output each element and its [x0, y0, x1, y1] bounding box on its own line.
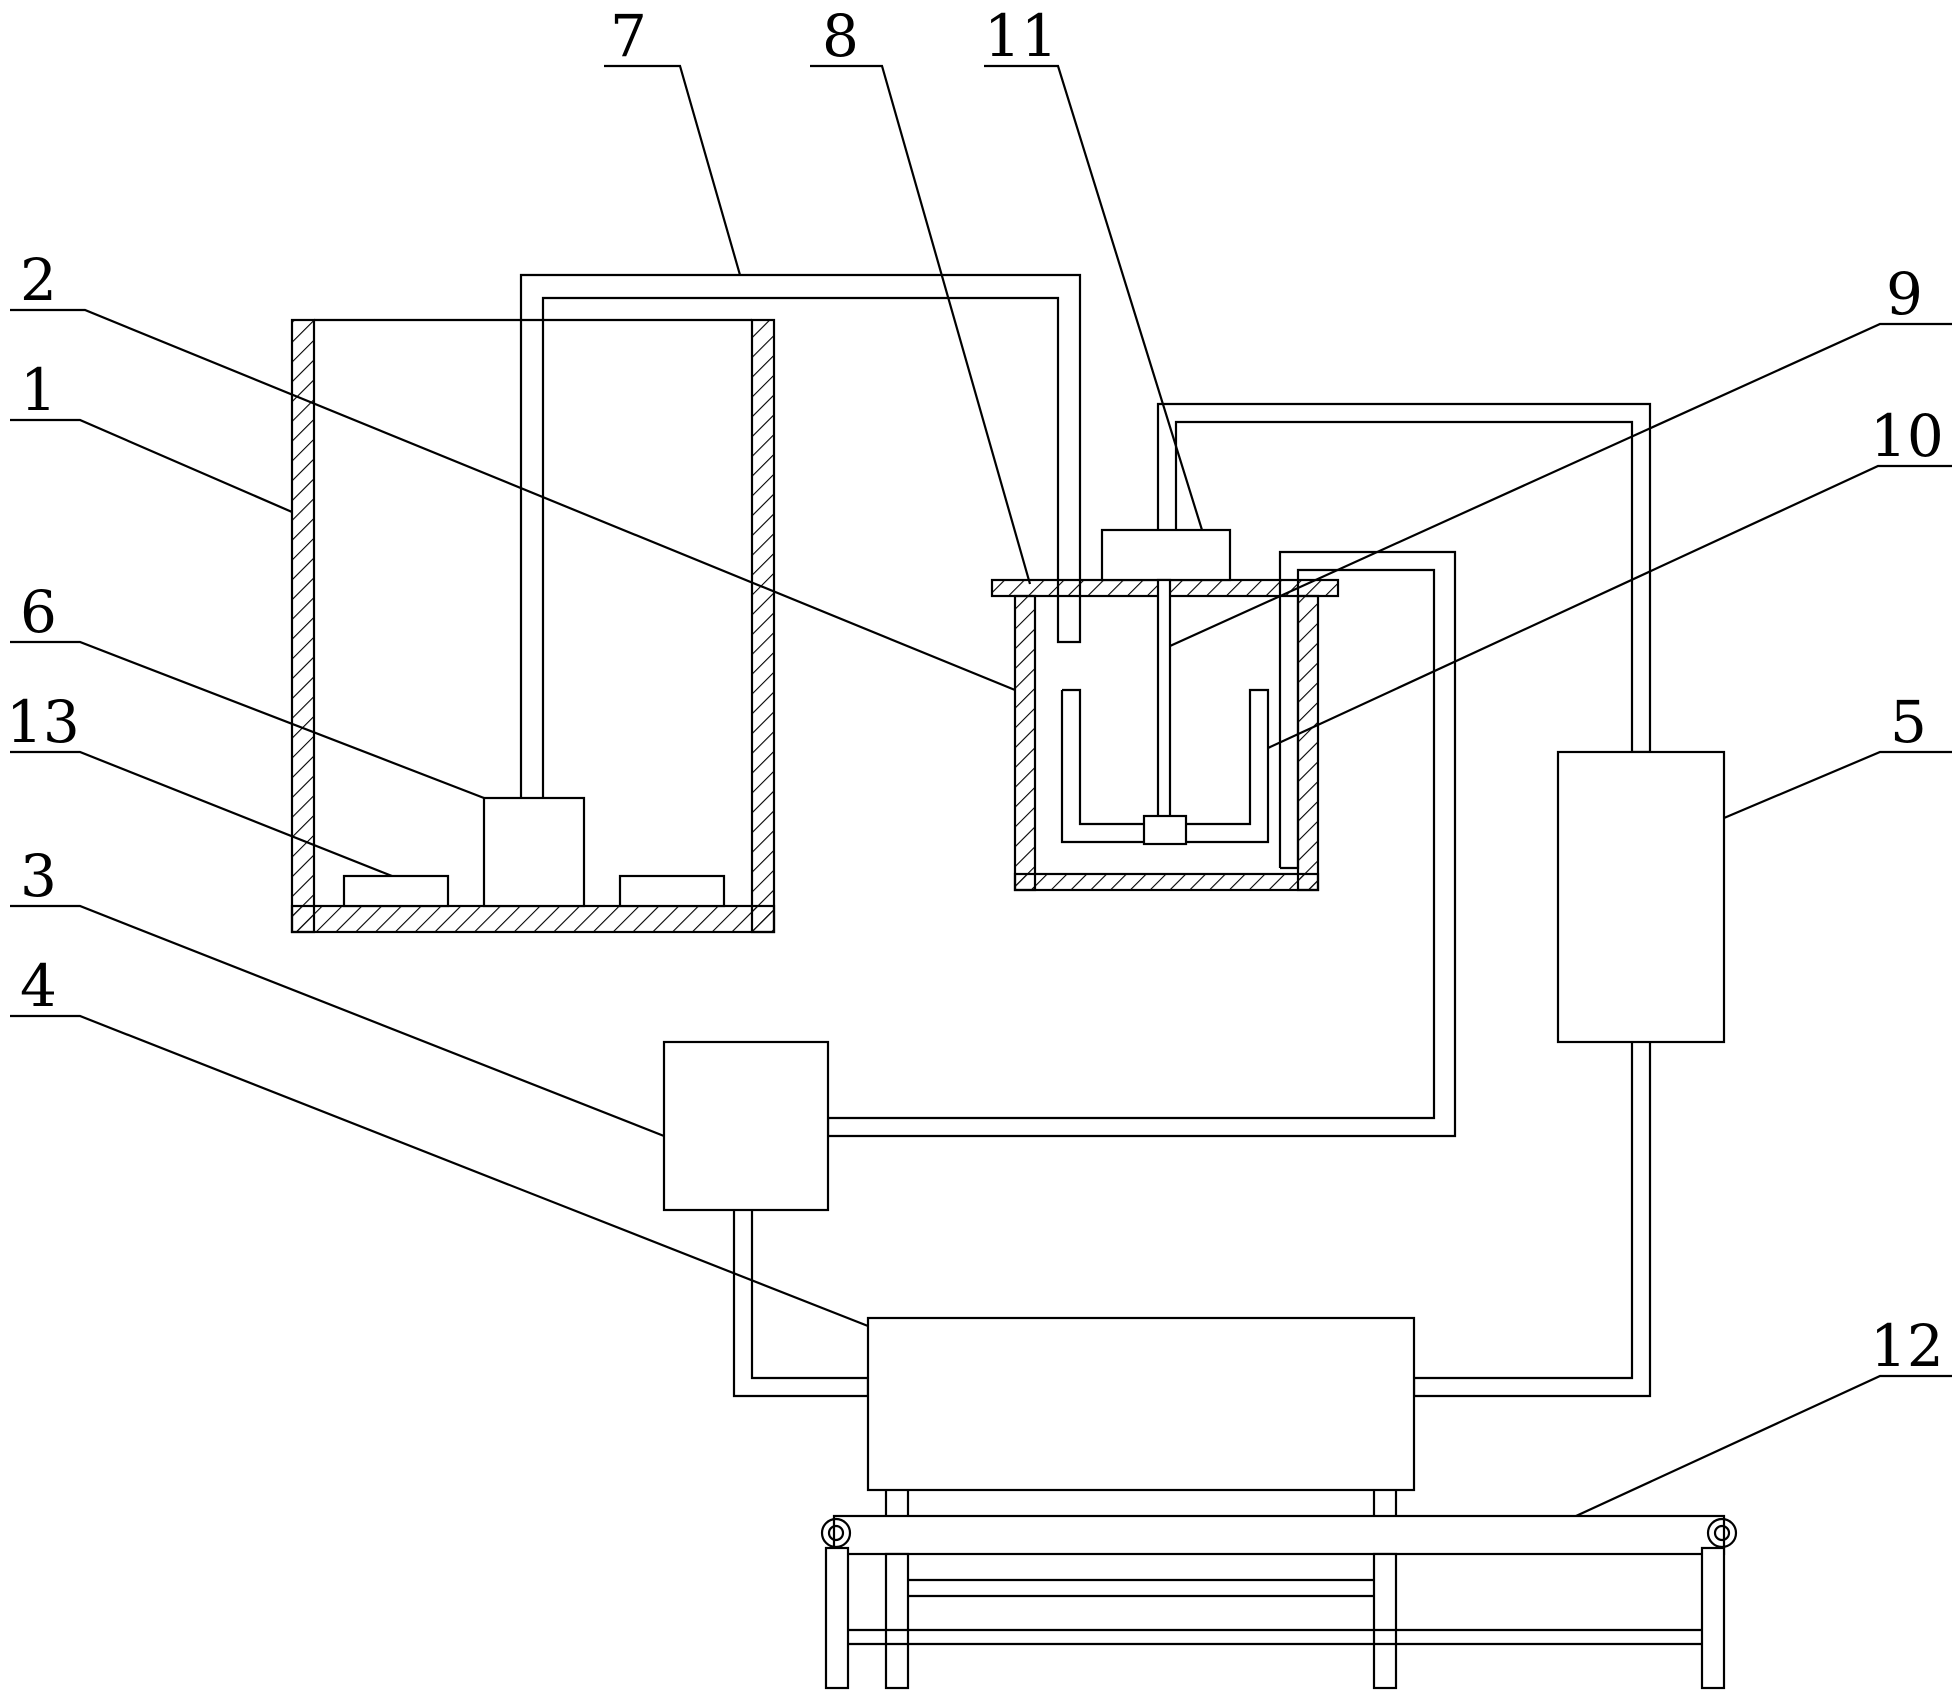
- pad-13-left: [342, 874, 450, 908]
- motor-11: [1100, 528, 1232, 582]
- label-3: 3: [20, 842, 57, 910]
- label-6: 6: [20, 578, 57, 646]
- label-9: 9: [1886, 260, 1923, 328]
- pipe-7: [519, 273, 1082, 798]
- label-5: 5: [1890, 688, 1927, 756]
- pipe-unit-5-to-machine-4: [1412, 1042, 1652, 1398]
- label-10: 10: [1870, 402, 1944, 470]
- pipe-motor-to-unit-5: [1156, 402, 1652, 754]
- label-1: 1: [20, 356, 57, 424]
- leader-lines: [10, 64, 1952, 1517]
- conveyor-12: [820, 1514, 1738, 1690]
- label-4: 4: [20, 952, 57, 1020]
- label-13: 13: [6, 688, 80, 756]
- pad-13-right: [618, 874, 726, 908]
- unit-3: [662, 1040, 830, 1212]
- pump-6: [482, 796, 586, 908]
- label-8: 8: [822, 2, 859, 70]
- stirrer-shaft-9: [1156, 578, 1172, 820]
- machine-4-legs: [884, 1490, 1398, 1516]
- pipe-unit-3-to-machine-4: [732, 1210, 870, 1398]
- label-2: 2: [20, 246, 57, 314]
- machine-4: [866, 1316, 1416, 1492]
- tank-1: [290, 318, 776, 934]
- unit-5: [1556, 750, 1726, 1044]
- stirrer-paddle-10: [1060, 688, 1270, 846]
- label-11: 11: [984, 2, 1058, 70]
- pipe-reactor-to-unit-3: [826, 550, 1457, 1138]
- label-12: 12: [1870, 1312, 1944, 1380]
- label-7: 7: [610, 2, 647, 70]
